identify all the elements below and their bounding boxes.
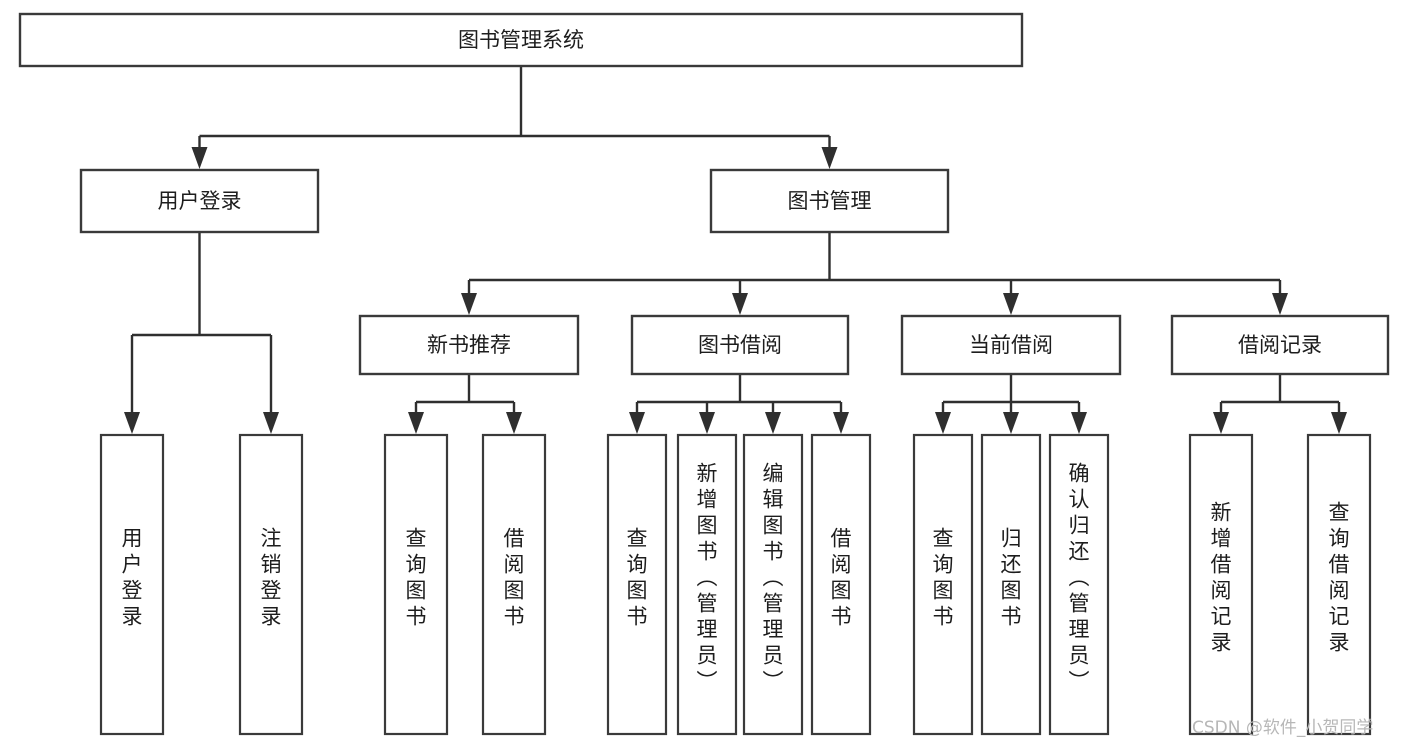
node-box[interactable] [99,433,165,736]
node-box[interactable] [709,168,950,234]
root-to-level2-arrow-icon-1 [821,147,838,169]
group1-to-leaves-arrow-icon-3 [833,412,849,434]
node-leaf-查询图书[interactable]: 查询图书 [383,433,449,736]
node-box[interactable] [1188,433,1254,736]
bookmgmt-to-level3-arrow-icon-0 [461,293,477,315]
node-leaf-新增借阅记录[interactable]: 新增借阅记录 [1188,433,1254,736]
node-level2-用户登录[interactable]: 用户登录 [79,168,320,234]
node-label: 当前借阅 [969,333,1053,357]
node-box[interactable] [1048,433,1110,736]
root-to-level2-arrow-icon-0 [191,147,208,169]
group3-to-leaves-arrow-icon-0 [1213,412,1229,434]
node-leaf-注销登录[interactable]: 注销登录 [238,433,304,736]
csdn-watermark: CSDN @软件_小贺同学 [1192,718,1373,738]
node-box[interactable] [980,433,1042,736]
node-level3-当前借阅[interactable]: 当前借阅 [900,314,1122,376]
node-level2-图书管理[interactable]: 图书管理 [709,168,950,234]
group0-to-leaves-arrow-icon-0 [408,412,424,434]
node-box[interactable] [1306,433,1372,736]
node-label: 编辑图书︵管理员︶ [763,462,784,694]
node-box[interactable] [900,314,1122,376]
group2-to-leaves-arrow-icon-2 [1071,412,1087,434]
node-label: 归还图书 [1001,527,1022,629]
node-leaf-查询图书[interactable]: 查询图书 [606,433,668,736]
node-box[interactable] [238,433,304,736]
group2-to-leaves-arrow-icon-0 [935,412,951,434]
connector-layer [124,66,1347,434]
group1-to-leaves-arrow-icon-0 [629,412,645,434]
node-box[interactable] [606,433,668,736]
node-label: 借阅图书 [831,527,852,629]
group0-to-leaves-arrow-icon-1 [506,412,522,434]
node-label: 查询图书 [406,527,427,629]
node-box[interactable] [358,314,580,376]
node-leaf-借阅图书[interactable]: 借阅图书 [481,433,547,736]
bookmgmt-to-level3-arrow-icon-1 [732,293,748,315]
node-label: 查询图书 [627,527,648,629]
node-box[interactable] [810,433,872,736]
node-label: 新书推荐 [427,333,511,357]
node-label: 查询借阅记录 [1329,501,1350,655]
node-box[interactable] [742,433,804,736]
node-box[interactable] [481,433,547,736]
node-label: 用户登录 [122,527,143,629]
userlogin-arrow-icon-0 [124,412,140,434]
group1-to-leaves-arrow-icon-1 [699,412,715,434]
node-label: 图书管理 [788,189,872,213]
bookmgmt-to-level3-arrow-icon-3 [1272,293,1288,315]
node-label: 图书管理系统 [458,28,584,52]
node-level3-借阅记录[interactable]: 借阅记录 [1170,314,1390,376]
node-leaf-确认归还管理员[interactable]: 确认归还︵管理员︶ [1048,433,1110,736]
node-label: 确认归还︵管理员︶ [1069,462,1090,694]
node-box[interactable] [912,433,974,736]
userlogin-arrow-icon-1 [263,412,279,434]
node-box[interactable] [383,433,449,736]
node-label: 图书借阅 [698,333,782,357]
node-label: 借阅图书 [504,527,525,629]
group2-to-leaves-arrow-icon-1 [1003,412,1019,434]
group1-to-leaves-arrow-icon-2 [765,412,781,434]
node-label: 注销登录 [261,527,282,629]
node-box[interactable] [676,433,738,736]
node-box[interactable] [630,314,850,376]
node-label: 新增借阅记录 [1211,501,1232,655]
node-box[interactable] [1170,314,1390,376]
node-root-图书管理系统[interactable]: 图书管理系统 [18,12,1024,68]
node-layer: 新书推荐图书借阅当前借阅借阅记录用户登录图书管理图书管理系统用户登录注销登录查询… [18,12,1390,736]
node-label: 查询图书 [933,527,954,629]
node-level3-图书借阅[interactable]: 图书借阅 [630,314,850,376]
node-label: 借阅记录 [1238,333,1322,357]
node-leaf-查询借阅记录[interactable]: 查询借阅记录 [1306,433,1372,736]
node-leaf-借阅图书[interactable]: 借阅图书 [810,433,872,736]
node-box[interactable] [18,12,1024,68]
bookmgmt-to-level3-arrow-icon-2 [1003,293,1019,315]
node-leaf-编辑图书管理员[interactable]: 编辑图书︵管理员︶ [742,433,804,736]
node-leaf-归还图书[interactable]: 归还图书 [980,433,1042,736]
node-leaf-新增图书管理员[interactable]: 新增图书︵管理员︶ [676,433,738,736]
node-leaf-查询图书[interactable]: 查询图书 [912,433,974,736]
node-box[interactable] [79,168,320,234]
node-label: 新增图书︵管理员︶ [697,462,718,694]
node-leaf-用户登录[interactable]: 用户登录 [99,433,165,736]
node-level3-新书推荐[interactable]: 新书推荐 [358,314,580,376]
group3-to-leaves-arrow-icon-1 [1331,412,1347,434]
node-label: 用户登录 [158,189,242,213]
